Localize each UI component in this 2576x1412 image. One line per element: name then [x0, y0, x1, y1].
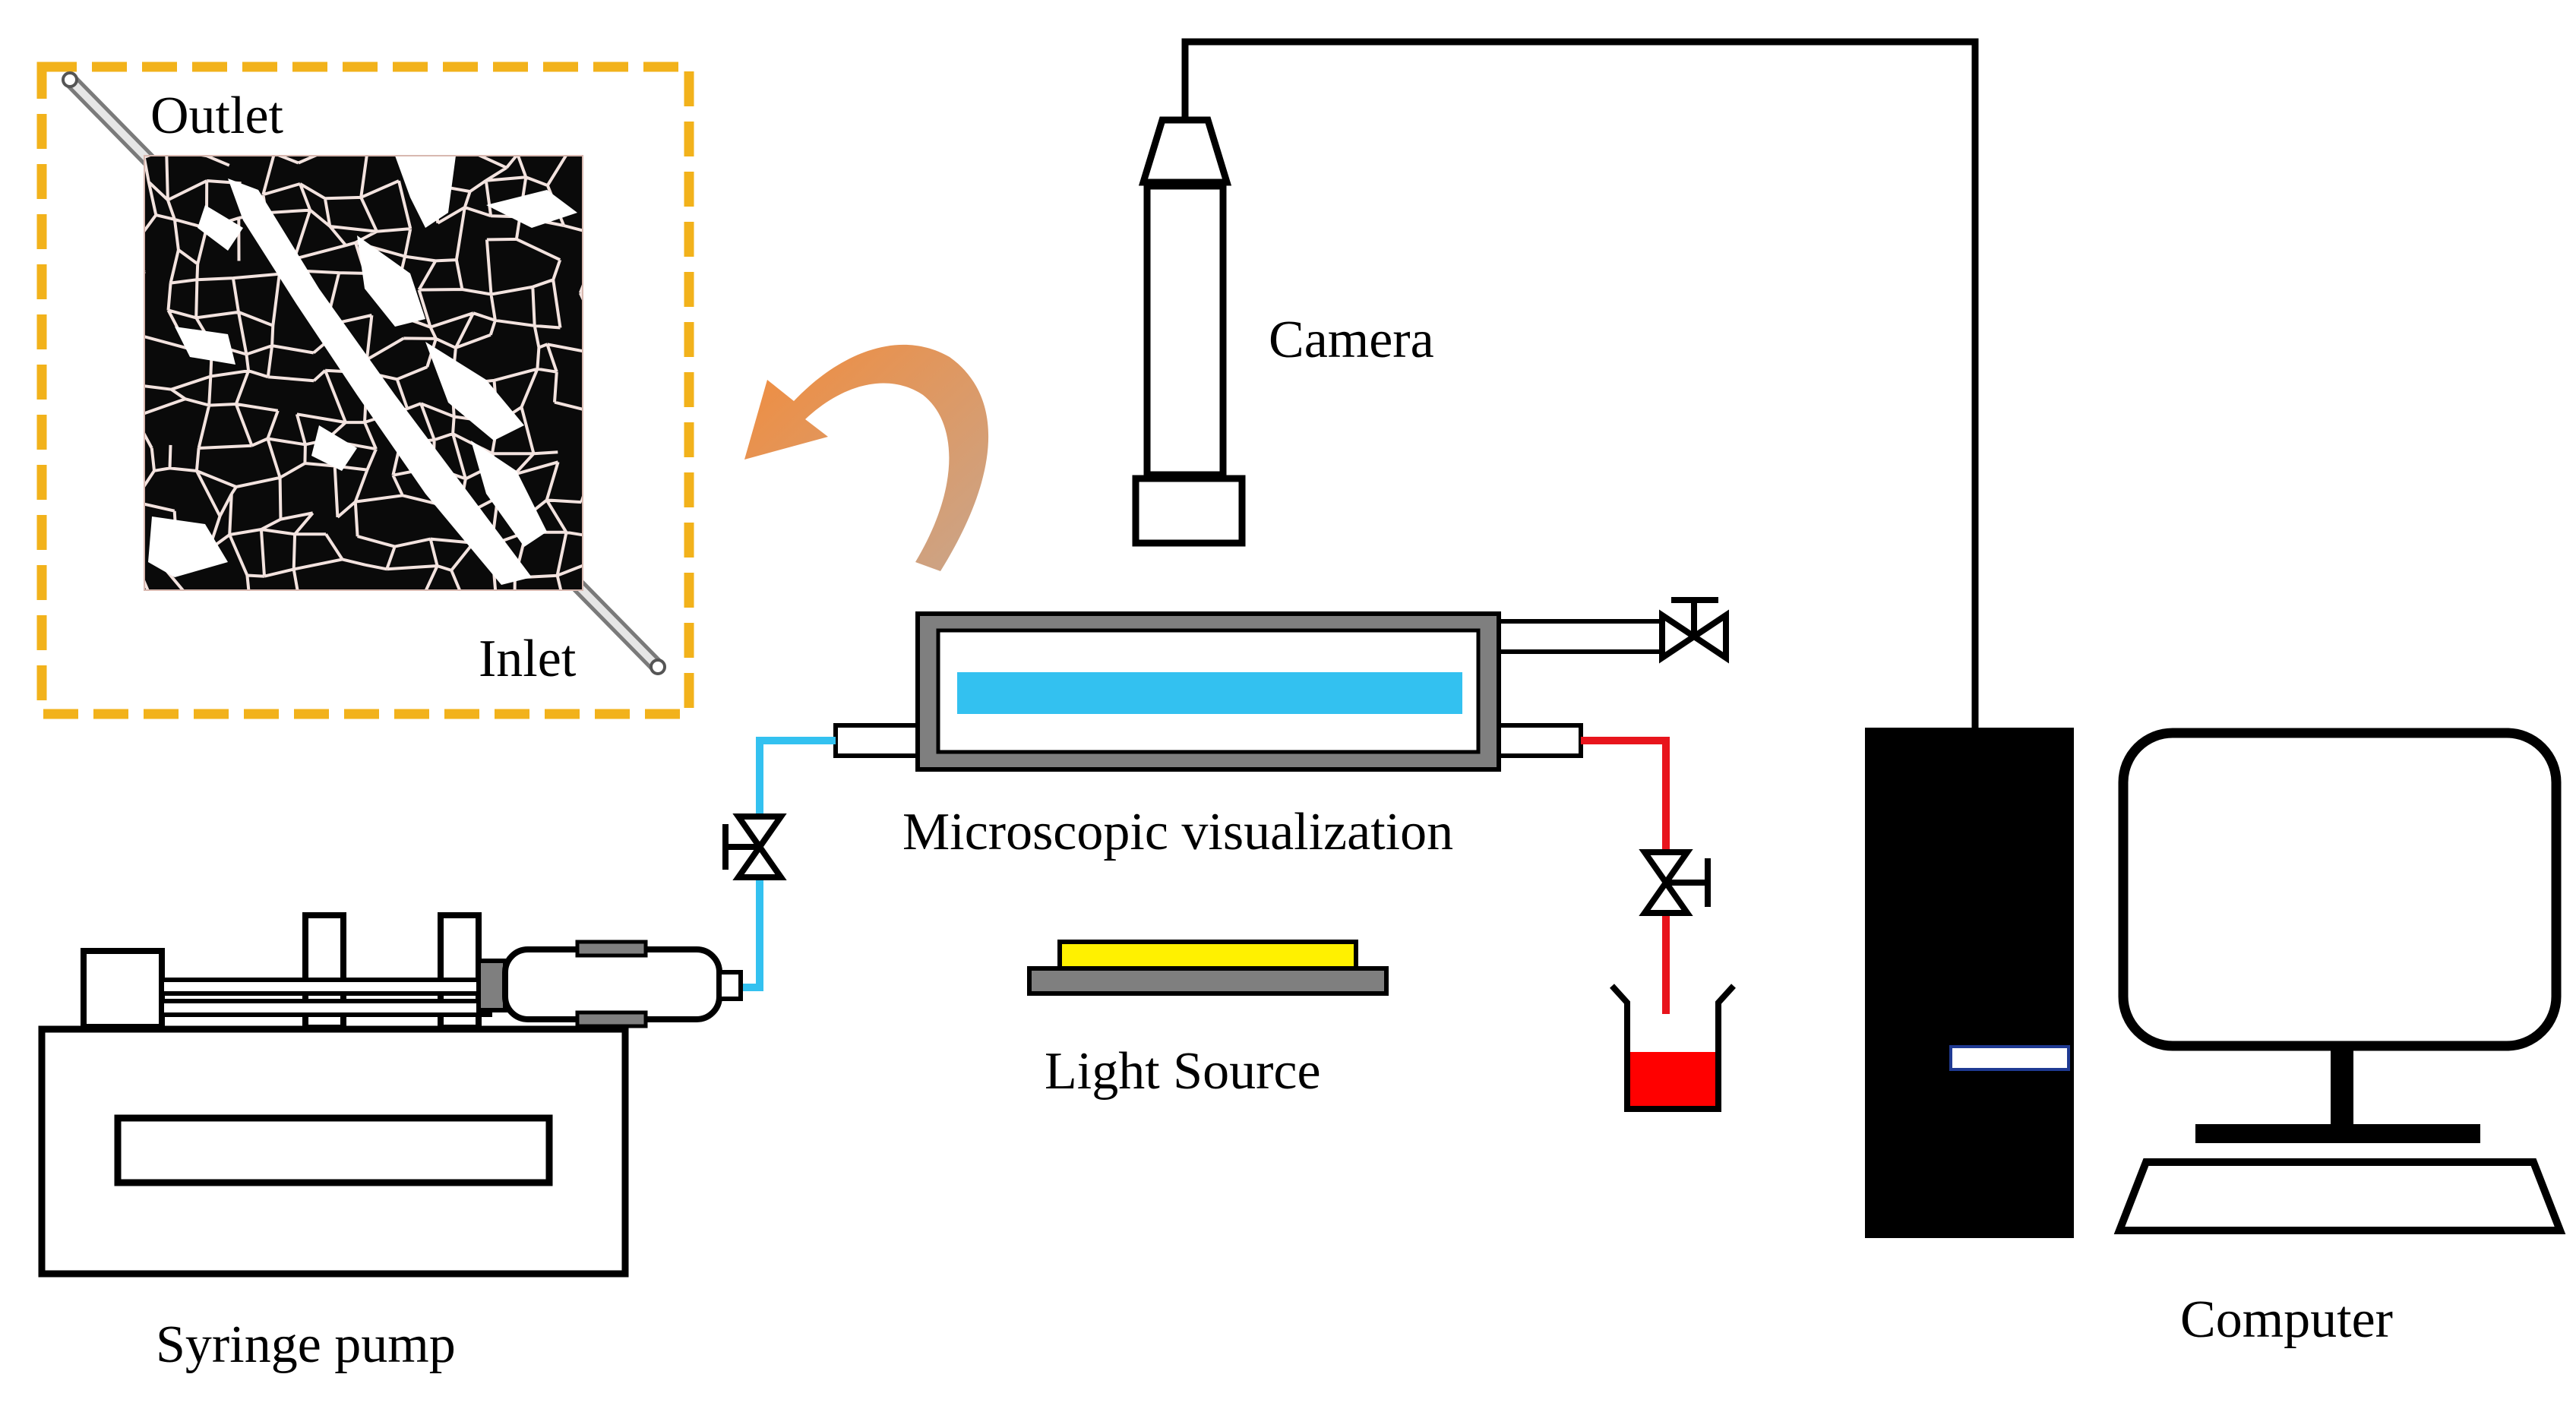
keyboard [2113, 1158, 2566, 1234]
camera-cable [1181, 38, 1979, 728]
camera-body [1143, 182, 1227, 479]
monitor-stand [2331, 1046, 2353, 1128]
microscopic-visualization-label: Microscopic visualization [902, 803, 1453, 861]
vent-valve [1659, 597, 1729, 664]
camera-lens-top [1138, 116, 1232, 186]
light-source-label: Light Source [1045, 1042, 1321, 1101]
pore-network-image [144, 156, 583, 590]
inset-dashed-border [36, 62, 694, 719]
micromodel-inset: Outlet Inlet [36, 62, 694, 719]
camera-base [1132, 475, 1246, 547]
outlet-line [1581, 737, 1670, 1014]
camera-label: Camera [1269, 311, 1434, 369]
microscopic-visualization-chip: Microscopic visualization [833, 611, 1664, 861]
computer-label: Computer [2180, 1290, 2393, 1349]
syringe-pump: Syringe pump [38, 912, 743, 1374]
inlet-label: Inlet [479, 630, 577, 688]
light-source: Light Source [1027, 940, 1389, 1101]
inlet-valve [722, 813, 787, 880]
syringe-barrel [502, 946, 722, 1022]
camera: Camera [1132, 116, 1434, 547]
zoom-arrow [744, 344, 989, 571]
tower-drive-slot [1949, 1045, 2070, 1071]
flow-channel [957, 672, 1462, 714]
syringe-pump-label: Syringe pump [156, 1316, 456, 1374]
monitor-base [2195, 1124, 2480, 1143]
collection-beaker [1610, 984, 1736, 1112]
computer-tower [1865, 728, 2074, 1238]
outlet-valve [1639, 849, 1711, 916]
computer: Computer [1865, 728, 2566, 1349]
beaker-liquid [1627, 1052, 1718, 1107]
outlet-label: Outlet [150, 87, 284, 145]
monitor-screen [2118, 728, 2562, 1051]
pump-display [114, 1114, 553, 1186]
